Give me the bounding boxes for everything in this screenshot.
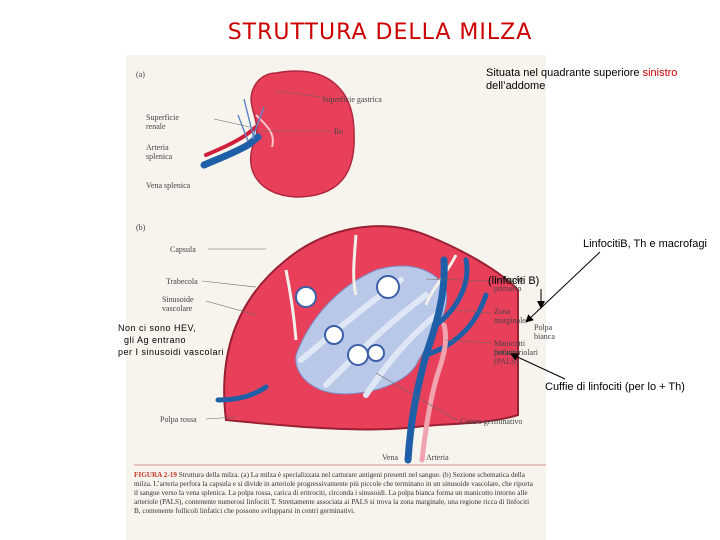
arrow-linfociti-btm xyxy=(526,252,600,322)
arrow-cuffie xyxy=(511,354,565,379)
